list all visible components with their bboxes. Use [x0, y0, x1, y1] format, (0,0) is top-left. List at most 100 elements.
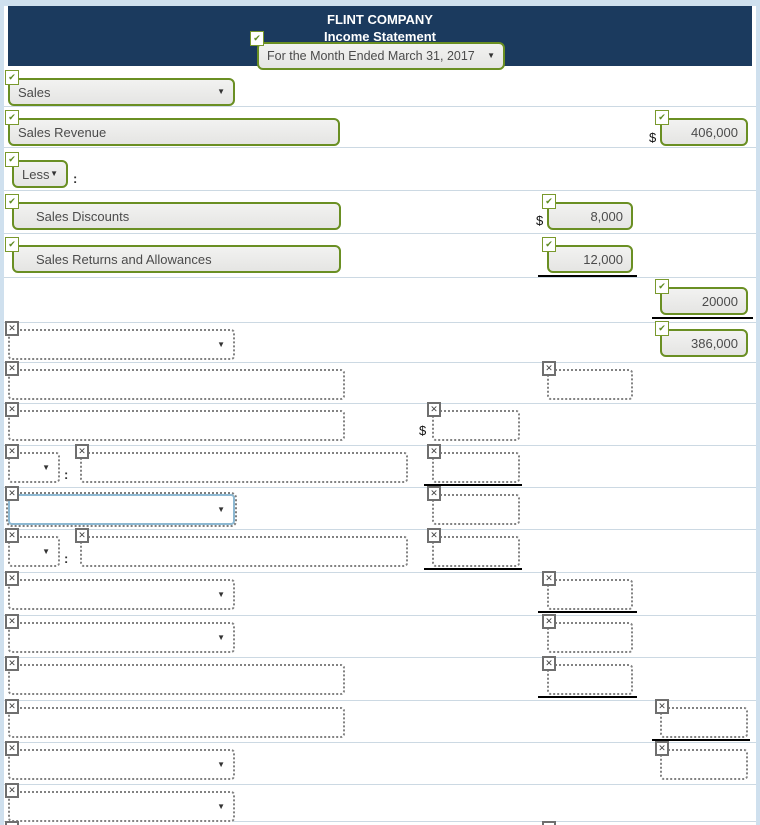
empty-account-select[interactable]: ▼ — [8, 749, 235, 780]
empty-account-input[interactable] — [8, 410, 345, 441]
row-divider — [4, 784, 756, 785]
row-divider — [4, 147, 756, 148]
chevron-down-icon: ▼ — [217, 504, 225, 514]
incorrect-x-icon: ✕ — [5, 528, 19, 543]
sales-returns-title-input[interactable]: Sales Returns and Allowances — [12, 245, 341, 273]
incorrect-x-icon: ✕ — [542, 656, 556, 671]
page-frame — [0, 0, 760, 6]
row-divider — [4, 233, 756, 234]
empty-qualifier-select[interactable]: ▼ — [8, 452, 60, 483]
chevron-down-icon: ▼ — [217, 801, 225, 811]
dollar-sign: $ — [419, 423, 427, 438]
page-frame — [756, 0, 760, 825]
incorrect-x-icon: ✕ — [5, 741, 19, 756]
empty-account-input[interactable] — [8, 707, 345, 738]
subtotal-underline — [424, 484, 522, 486]
period-select-value: For the Month Ended March 31, 2017 — [267, 49, 475, 63]
empty-account-select[interactable]: ▼ — [8, 329, 235, 360]
row-divider — [4, 190, 756, 191]
empty-account-select-focused[interactable]: ▼ — [6, 492, 237, 527]
empty-amount-input[interactable] — [547, 622, 633, 653]
empty-account-select[interactable]: ▼ — [8, 622, 235, 653]
colon-label: : — [64, 551, 69, 566]
deductions-total-amount-input[interactable]: 20000 — [660, 287, 748, 315]
row-divider — [4, 487, 756, 488]
account-category-value: Sales — [18, 84, 51, 100]
incorrect-x-icon: ✕ — [5, 321, 19, 336]
dollar-sign: $ — [536, 213, 544, 228]
correct-check-icon: ✔ — [655, 110, 669, 125]
subtotal-underline — [424, 568, 522, 570]
incorrect-x-icon — [542, 821, 556, 825]
incorrect-x-icon: ✕ — [427, 444, 441, 459]
row-divider — [4, 362, 756, 363]
subtotal-underline — [538, 696, 637, 698]
net-sales-amount-input[interactable]: 386,000 — [660, 329, 748, 357]
chevron-down-icon: ▼ — [217, 759, 225, 769]
subtotal-underline — [538, 275, 637, 277]
company-name: FLINT COMPANY — [327, 12, 433, 27]
row-divider — [4, 572, 756, 573]
incorrect-x-icon: ✕ — [655, 741, 669, 756]
sales-discounts-title-input[interactable]: Sales Discounts — [12, 202, 341, 230]
empty-amount-input[interactable] — [432, 410, 520, 441]
incorrect-x-icon: ✕ — [542, 571, 556, 586]
incorrect-x-icon: ✕ — [75, 528, 89, 543]
incorrect-x-icon: ✕ — [542, 614, 556, 629]
chevron-down-icon: ▼ — [42, 546, 50, 556]
incorrect-x-icon: ✕ — [427, 402, 441, 417]
incorrect-x-icon: ✕ — [5, 486, 19, 501]
empty-amount-input[interactable] — [547, 664, 633, 695]
row-divider — [4, 742, 756, 743]
row-divider — [4, 403, 756, 404]
subtotal-underline — [652, 317, 753, 319]
chevron-down-icon: ▼ — [50, 169, 58, 178]
empty-account-input[interactable] — [8, 369, 345, 400]
correct-check-icon: ✔ — [542, 237, 556, 252]
empty-account-select[interactable]: ▼ — [8, 579, 235, 610]
incorrect-x-icon: ✕ — [5, 656, 19, 671]
subtotal-underline — [538, 611, 637, 613]
incorrect-x-icon: ✕ — [5, 444, 19, 459]
incorrect-x-icon: ✕ — [542, 361, 556, 376]
row-divider — [4, 106, 756, 107]
empty-account-select[interactable]: ▼ — [8, 791, 235, 822]
empty-amount-input[interactable] — [660, 707, 748, 738]
row-divider — [4, 657, 756, 658]
colon-label: : — [64, 467, 69, 482]
incorrect-x-icon: ✕ — [427, 486, 441, 501]
sales-discounts-amount-input[interactable]: 8,000 — [547, 202, 633, 230]
sales-revenue-title-input[interactable]: Sales Revenue — [8, 118, 340, 146]
empty-amount-input[interactable] — [432, 536, 520, 567]
empty-account-input[interactable] — [80, 452, 408, 483]
incorrect-x-icon: ✕ — [427, 528, 441, 543]
period-select[interactable]: For the Month Ended March 31, 2017 ▼ — [257, 42, 505, 70]
chevron-down-icon: ▼ — [42, 462, 50, 472]
chevron-down-icon: ▼ — [217, 339, 225, 349]
correct-check-icon: ✔ — [542, 194, 556, 209]
row-divider — [4, 700, 756, 701]
row-divider — [4, 615, 756, 616]
empty-account-input[interactable] — [80, 536, 408, 567]
sales-returns-amount-input[interactable]: 12,000 — [547, 245, 633, 273]
colon-label: : — [73, 171, 78, 186]
chevron-down-icon: ▼ — [217, 589, 225, 599]
incorrect-x-icon: ✕ — [75, 444, 89, 459]
empty-amount-input[interactable] — [547, 369, 633, 400]
empty-amount-input[interactable] — [432, 452, 520, 483]
sales-revenue-amount-input[interactable]: 406,000 — [660, 118, 748, 146]
empty-amount-input[interactable] — [547, 579, 633, 610]
incorrect-x-icon: ✕ — [5, 699, 19, 714]
empty-amount-input[interactable] — [432, 494, 520, 525]
chevron-down-icon: ▼ — [217, 632, 225, 642]
row-divider — [4, 821, 756, 822]
account-category-select[interactable]: Sales ▼ — [8, 78, 235, 106]
empty-account-input[interactable] — [8, 664, 345, 695]
less-qualifier-select[interactable]: Less ▼ — [12, 160, 68, 188]
incorrect-x-icon: ✕ — [5, 783, 19, 798]
empty-amount-input[interactable] — [660, 749, 748, 780]
row-divider — [4, 277, 756, 278]
dollar-sign: $ — [649, 130, 657, 145]
correct-check-icon: ✔ — [5, 152, 19, 167]
